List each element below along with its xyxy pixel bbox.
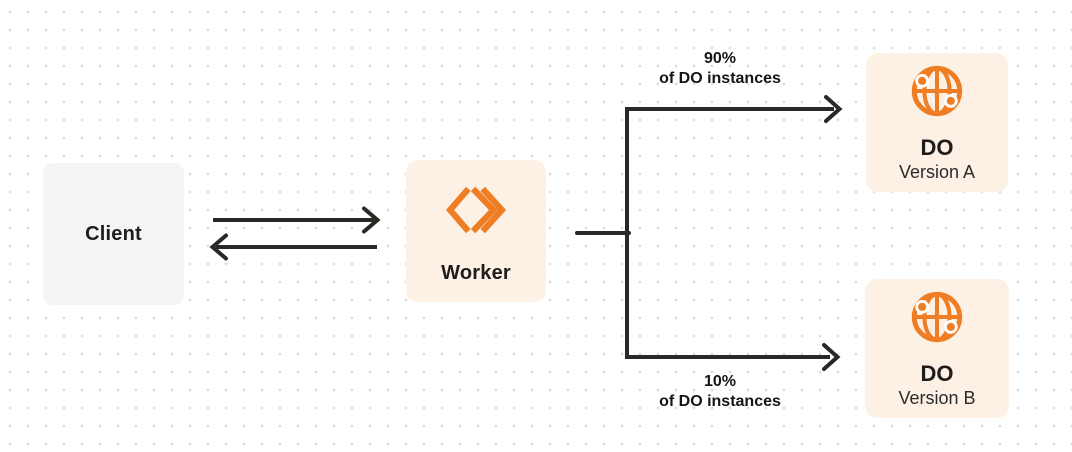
split-bottom-caption: of DO instances [659, 393, 781, 410]
do-version-a-title: DO [920, 135, 954, 160]
split-bottom-arrowhead [822, 343, 841, 371]
split-bottom-percent: 10% [703, 373, 737, 390]
do-version-b-node: DO Version B [865, 279, 1009, 418]
worker-label: Worker [441, 262, 511, 284]
durable-object-globe-icon [911, 291, 963, 343]
split-bottom-label: 10% of DO instances [610, 372, 830, 412]
do-version-a-node: DO Version A [866, 53, 1008, 192]
split-top-arrowhead [824, 95, 843, 123]
split-top-percent: 90% [703, 50, 737, 67]
do-version-b-title: DO [920, 361, 954, 386]
do-version-a-subtitle: Version A [898, 162, 976, 182]
client-node: Client [43, 163, 184, 305]
client-to-worker-arrowhead [362, 206, 381, 234]
split-branch-line [625, 107, 834, 359]
split-top-label: 90% of DO instances [610, 49, 830, 89]
durable-object-globe-icon [911, 65, 963, 117]
split-top-caption: of DO instances [659, 70, 781, 87]
do-version-b-subtitle: Version B [898, 388, 976, 408]
client-label: Client [85, 222, 142, 245]
worker-node: Worker [406, 160, 546, 302]
worker-to-client-arrowhead [209, 233, 228, 261]
cloudflare-workers-icon [446, 186, 506, 234]
